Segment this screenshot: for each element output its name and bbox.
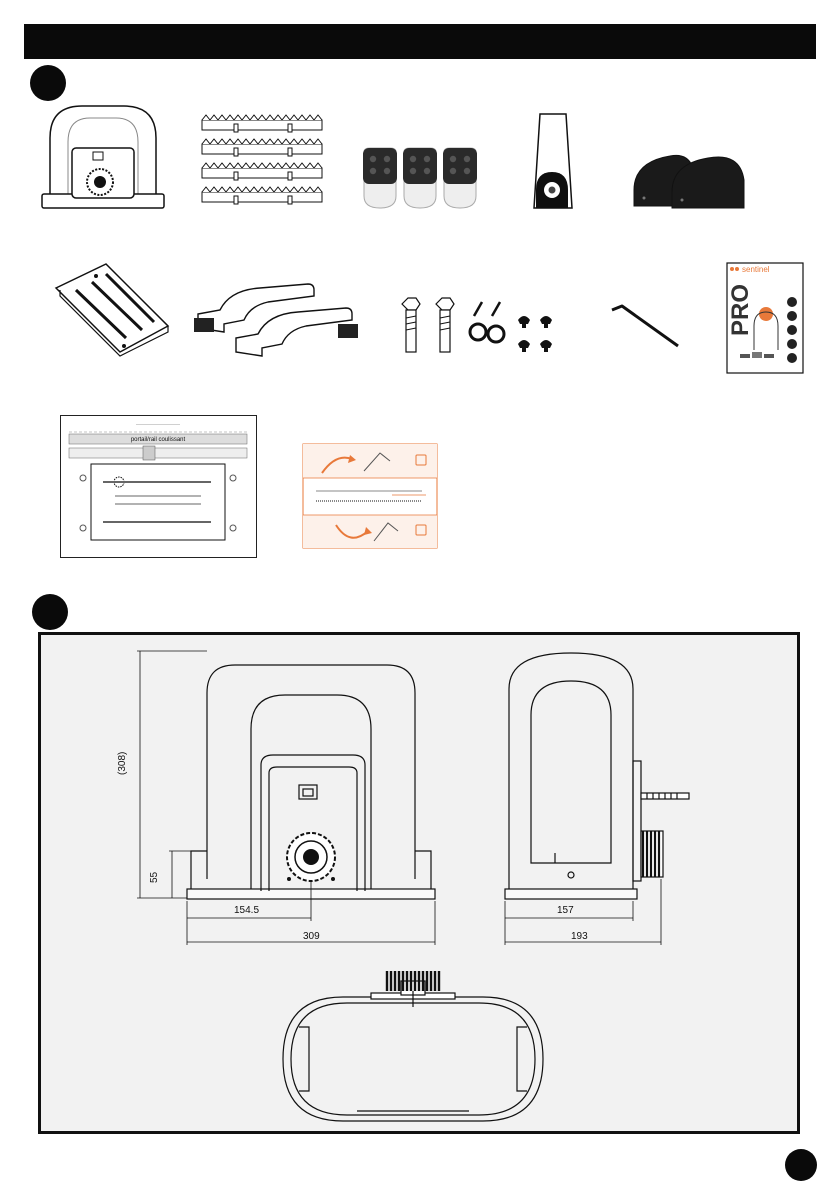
dim-width: 309 bbox=[303, 931, 320, 942]
base-plate bbox=[54, 262, 170, 356]
gear-rack-icon bbox=[200, 114, 324, 210]
photocell-icon bbox=[528, 110, 576, 210]
bracket-icon bbox=[190, 280, 362, 360]
gear-racks bbox=[200, 114, 324, 210]
dim-gear-offset: 154.5 bbox=[234, 905, 259, 916]
gate-motor-icon bbox=[40, 102, 166, 210]
dim-gear-height: 55 bbox=[149, 872, 160, 883]
manual-brand: sentinel bbox=[742, 265, 770, 274]
photocell bbox=[528, 110, 576, 210]
dim-side-depth: 157 bbox=[557, 905, 574, 916]
header-bar bbox=[24, 24, 816, 59]
end-stop-icon bbox=[632, 150, 750, 214]
end-stops bbox=[632, 150, 750, 214]
screws-and-washers bbox=[398, 296, 562, 356]
dimension-drawing bbox=[41, 635, 797, 1131]
technical-drawing: (308) 55 154.5 309 157 193 bbox=[38, 632, 800, 1134]
motor-unit bbox=[40, 102, 166, 210]
manual-booklet-icon: sentinel PRO bbox=[726, 262, 804, 374]
dim-height: (308) bbox=[117, 752, 128, 775]
base-plate-icon bbox=[54, 262, 170, 356]
section-marker-contents bbox=[30, 65, 66, 101]
page-number-badge bbox=[785, 1149, 817, 1181]
release-instructions bbox=[302, 443, 438, 549]
hardware-kit-icon bbox=[398, 296, 562, 356]
manual-title: PRO bbox=[727, 284, 754, 336]
remote-control-icon bbox=[360, 146, 478, 212]
template-heading: portail/rail coulissant bbox=[131, 437, 186, 443]
remote-controls bbox=[360, 146, 478, 212]
template-sheet-icon: ——————————— portail/rail coulissant bbox=[61, 416, 256, 557]
svg-text:———————————: ——————————— bbox=[136, 421, 180, 426]
brackets bbox=[190, 280, 362, 360]
allen-key-icon bbox=[608, 300, 684, 350]
dim-total-depth: 193 bbox=[571, 931, 588, 942]
drilling-template: ——————————— portail/rail coulissant bbox=[60, 415, 257, 558]
section-marker-dimensions bbox=[32, 594, 68, 630]
manual: sentinel PRO bbox=[726, 262, 804, 374]
release-card-icon bbox=[302, 443, 438, 549]
allen-key bbox=[608, 300, 684, 350]
